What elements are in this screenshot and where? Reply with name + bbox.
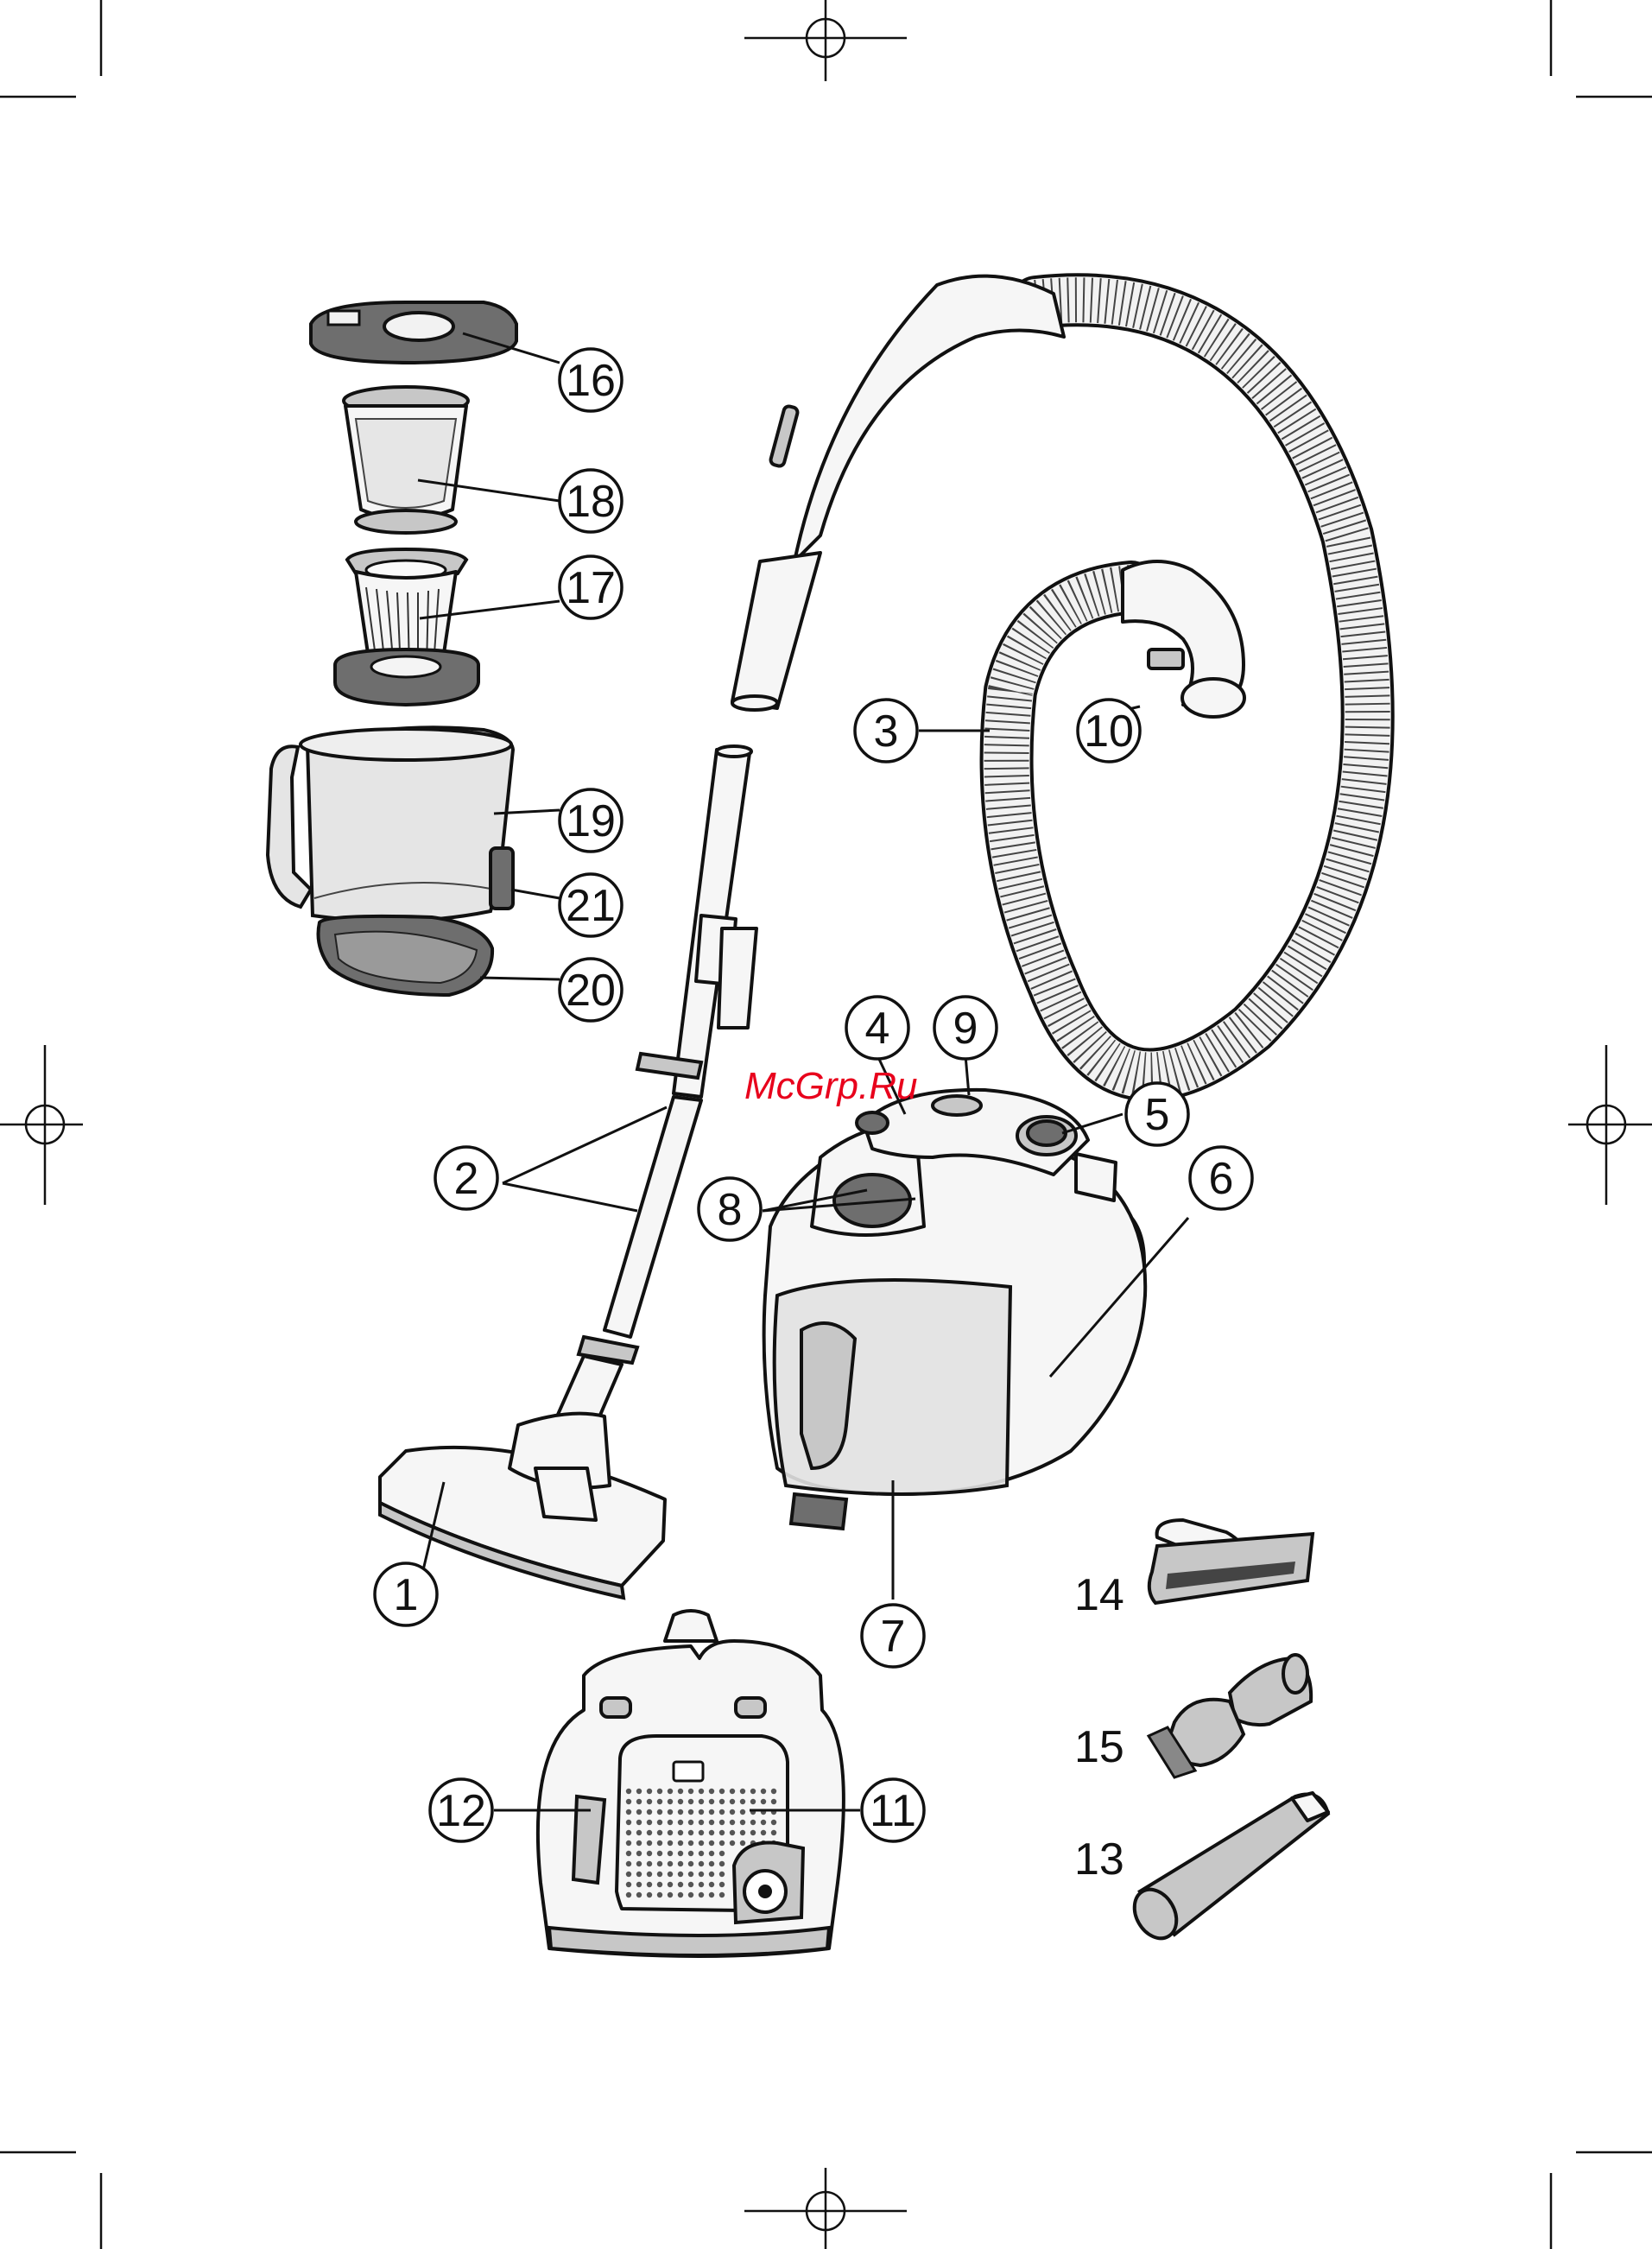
svg-text:18: 18 (566, 477, 616, 527)
floor-nozzle-illustration (380, 1356, 665, 1598)
crevice-tool-illustration (1126, 1793, 1328, 1946)
callout-2: 2 (435, 1147, 497, 1209)
svg-text:2: 2 (454, 1154, 479, 1204)
svg-text:7: 7 (881, 1612, 906, 1662)
container-lid-illustration (311, 302, 516, 363)
vacuum-body-illustration (764, 1090, 1146, 1529)
callout-20: 20 (560, 959, 622, 1021)
callout-3: 3 (855, 700, 917, 762)
svg-text:3: 3 (874, 706, 899, 757)
crosshair-right (1568, 1045, 1652, 1205)
callout-6: 6 (1190, 1147, 1252, 1209)
crosshair-left (0, 1045, 83, 1205)
vacuum-rear-illustration (538, 1611, 844, 1956)
svg-text:12: 12 (436, 1786, 486, 1836)
crosshair-top (744, 0, 907, 81)
callout-8: 8 (699, 1178, 761, 1240)
svg-text:16: 16 (566, 356, 616, 406)
container-latch (491, 848, 513, 909)
callout-7: 7 (862, 1605, 924, 1667)
svg-text:10: 10 (1084, 706, 1134, 757)
svg-text:19: 19 (566, 796, 616, 846)
mesh-filter-illustration (344, 387, 468, 533)
callout-10: 10 (1078, 700, 1140, 762)
crosshair-bottom (744, 2168, 907, 2249)
dusting-brush-illustration (1149, 1655, 1311, 1777)
callout-19: 19 (560, 789, 622, 852)
callout-9: 9 (934, 997, 997, 1059)
callout-5: 5 (1126, 1083, 1188, 1145)
svg-text:20: 20 (566, 966, 616, 1016)
svg-text:4: 4 (865, 1004, 890, 1054)
svg-text:6: 6 (1209, 1154, 1234, 1204)
label-13: 13 (1074, 1834, 1124, 1885)
callout-1: 1 (375, 1563, 437, 1625)
svg-text:9: 9 (953, 1004, 978, 1054)
callout-4: 4 (846, 997, 908, 1059)
callout-12: 12 (430, 1779, 492, 1841)
svg-text:5: 5 (1145, 1090, 1170, 1140)
svg-text:17: 17 (566, 563, 616, 613)
callout-18: 18 (560, 470, 622, 532)
callout-21: 21 (560, 874, 622, 936)
svg-text:21: 21 (566, 881, 616, 931)
flexible-hose-illustration (1007, 300, 1368, 1074)
callout-16: 16 (560, 349, 622, 411)
callout-11: 11 (862, 1779, 924, 1841)
label-14: 14 (1074, 1570, 1124, 1620)
watermark-text: McGrp.Ru (744, 1065, 917, 1107)
hose-connector (1123, 561, 1244, 717)
plain-labels: 14 15 13 (1074, 1570, 1124, 1885)
callout-17: 17 (560, 556, 622, 618)
dust-container-illustration (268, 727, 513, 995)
label-15: 15 (1074, 1722, 1124, 1772)
pleated-filter-illustration (335, 549, 478, 705)
svg-text:1: 1 (394, 1570, 419, 1620)
svg-text:8: 8 (718, 1185, 743, 1235)
svg-text:11: 11 (870, 1786, 916, 1836)
upholstery-nozzle-illustration (1149, 1520, 1313, 1603)
